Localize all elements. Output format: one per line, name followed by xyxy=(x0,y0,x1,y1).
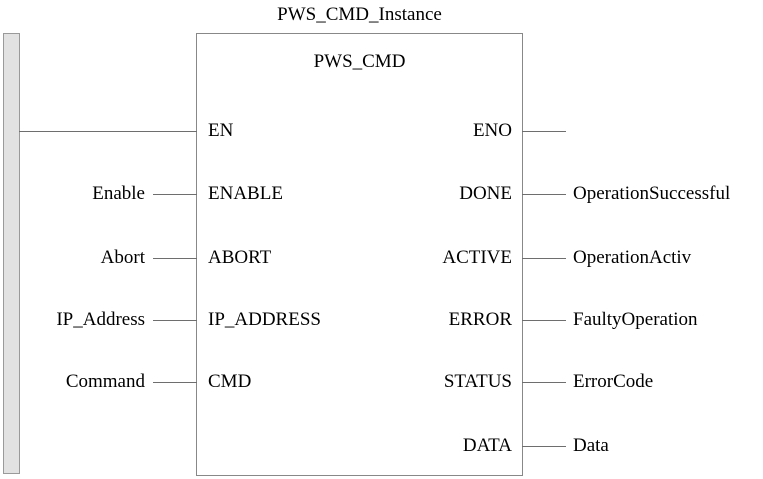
output-var-operationsuccessful[interactable]: OperationSuccessful xyxy=(573,183,731,204)
wire-ipaddress-in[interactable] xyxy=(153,320,197,321)
wire-eno-out[interactable] xyxy=(522,131,566,132)
function-block-body[interactable] xyxy=(196,33,523,476)
input-port-abort[interactable]: ABORT xyxy=(208,247,272,268)
power-rail[interactable] xyxy=(3,33,20,474)
wire-enable-in[interactable] xyxy=(153,194,197,195)
instance-name-label: PWS_CMD_Instance xyxy=(277,4,442,25)
output-var-errorcode[interactable]: ErrorCode xyxy=(573,371,654,392)
output-var-faultyoperation[interactable]: FaultyOperation xyxy=(573,309,698,330)
input-port-en[interactable]: EN xyxy=(208,120,234,141)
input-port-enable[interactable]: ENABLE xyxy=(208,183,283,204)
input-port-ip-address[interactable]: IP_ADDRESS xyxy=(208,309,321,330)
input-var-ip-address[interactable]: IP_Address xyxy=(56,309,145,330)
wire-rail-to-en[interactable] xyxy=(19,131,197,132)
input-port-cmd[interactable]: CMD xyxy=(208,371,252,392)
output-port-data[interactable]: DATA xyxy=(462,435,512,456)
wire-data-out[interactable] xyxy=(522,446,566,447)
output-port-active[interactable]: ACTIVE xyxy=(442,247,512,268)
block-type-label: PWS_CMD xyxy=(313,51,406,72)
wire-error-out[interactable] xyxy=(522,320,566,321)
output-var-data[interactable]: Data xyxy=(573,435,609,456)
wire-active-out[interactable] xyxy=(522,258,566,259)
input-var-abort[interactable]: Abort xyxy=(100,247,145,268)
input-var-command[interactable]: Command xyxy=(65,371,145,392)
output-port-eno[interactable]: ENO xyxy=(472,120,512,141)
output-port-done[interactable]: DONE xyxy=(459,183,512,204)
wire-cmd-in[interactable] xyxy=(153,382,197,383)
input-var-enable[interactable]: Enable xyxy=(92,183,145,204)
wire-abort-in[interactable] xyxy=(153,258,197,259)
wire-status-out[interactable] xyxy=(522,382,566,383)
output-port-error[interactable]: ERROR xyxy=(448,309,512,330)
output-port-status[interactable]: STATUS xyxy=(443,371,512,392)
wire-done-out[interactable] xyxy=(522,194,566,195)
output-var-operationactiv[interactable]: OperationActiv xyxy=(573,247,692,268)
